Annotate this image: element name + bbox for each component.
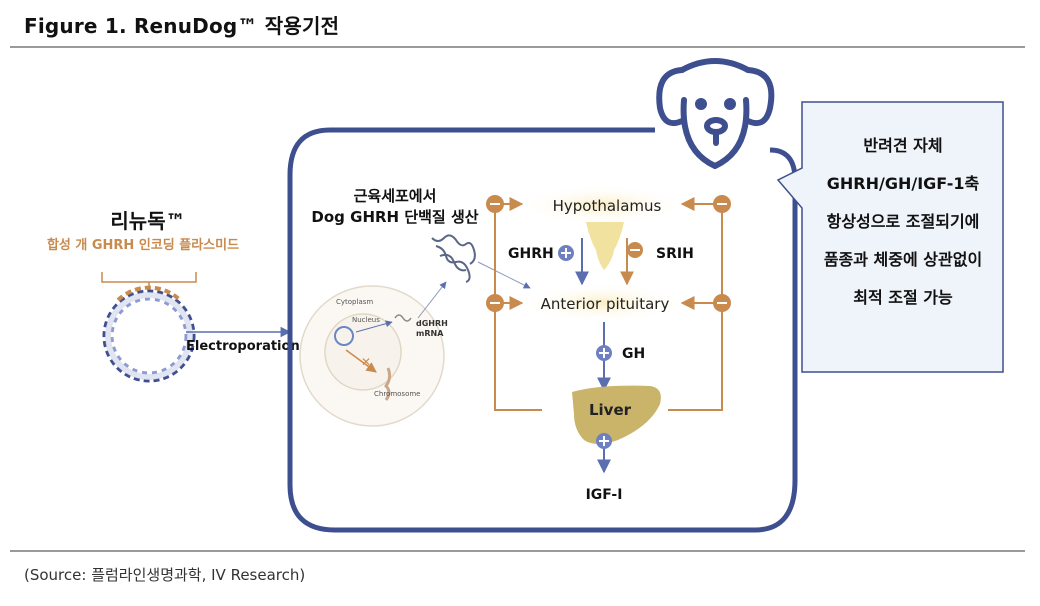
pituitary-glow (518, 283, 686, 323)
mrna-label-2: mRNA (416, 329, 444, 338)
bottom-divider (10, 550, 1025, 552)
liver-label: Liver (589, 401, 632, 419)
igf-label: IGF-I (586, 487, 623, 503)
cell-caption-line1: 근육세포에서 (354, 187, 437, 205)
minus-icon (486, 195, 504, 213)
plus-icon (596, 345, 612, 361)
anterior-pituitary-label: Anterior pituitary (541, 295, 670, 313)
plasmid-in-nucleus-icon (334, 326, 354, 346)
mrna-icon (394, 314, 412, 322)
minus-icon (627, 242, 643, 258)
callout-line-3: 항상성으로 조절되기에 (827, 212, 980, 231)
srih-label: SRIH (656, 246, 694, 262)
plasmid-icon (102, 285, 196, 383)
minus-icon (713, 195, 731, 213)
blocked-arrow (345, 349, 377, 373)
callout-line-4: 품종과 체중에 상관없이 (824, 250, 982, 269)
minus-icon (486, 294, 504, 312)
ghrh-label: GHRH (508, 246, 554, 262)
minus-icon (713, 294, 731, 312)
plus-icon (558, 245, 574, 261)
nucleus-label: Nucleus (352, 316, 380, 324)
ghrh-protein-icon (431, 234, 476, 283)
plasmid-subtitle: 합성 개 GHRH 인코딩 플라스미드 (47, 237, 239, 253)
minus-icons (486, 195, 731, 312)
gh-label: GH (622, 346, 645, 362)
mrna-label-1: dGHRH (416, 319, 448, 328)
dog-head-icon (656, 58, 775, 169)
callout-line-5: 최적 조절 가능 (853, 288, 953, 307)
top-divider (10, 46, 1025, 48)
plasmid-group: 리뉴독™ 합성 개 GHRH 인코딩 플라스미드 (47, 209, 239, 383)
plus-icons (558, 245, 612, 449)
plasmid-name: 리뉴독™ (110, 209, 185, 233)
cell-caption-line2: Dog GHRH 단백질 생산 (311, 208, 478, 226)
electroporation-label: Electroporation (186, 339, 300, 354)
figure-title: Figure 1. RenuDog™ 작용기전 (24, 14, 340, 38)
muscle-cell: Cytoplasm Nucleus dGHRH mRNA ✕ Chromosom… (299, 285, 448, 427)
protein-to-pituitary-arrow (477, 261, 531, 289)
callout-line-2: GHRH/GH/IGF-1축 (827, 174, 980, 193)
chromosome-label: Chromosome (374, 390, 421, 398)
hypothalamus-glow (518, 185, 686, 225)
source-note: (Source: 플럼라인생명과학, IV Research) (24, 566, 306, 584)
nucleus (324, 313, 402, 391)
callout-box: 반려견 자체 GHRH/GH/IGF-1축 항상성으로 조절되기에 품종과 체중… (776, 101, 1004, 373)
blocked-x-icon: ✕ (361, 355, 371, 369)
callout-line-1: 반려견 자체 (863, 136, 942, 155)
cell-to-protein-arrow (417, 281, 447, 319)
liver-shape (572, 385, 661, 444)
transcription-arrow (355, 320, 393, 333)
chromosome-icon (384, 367, 392, 401)
cytoplasm-label: Cytoplasm (336, 298, 373, 306)
hypothalamus-label: Hypothalamus (553, 197, 662, 215)
pituitary-stalk (586, 222, 624, 270)
plus-icon (596, 433, 612, 449)
